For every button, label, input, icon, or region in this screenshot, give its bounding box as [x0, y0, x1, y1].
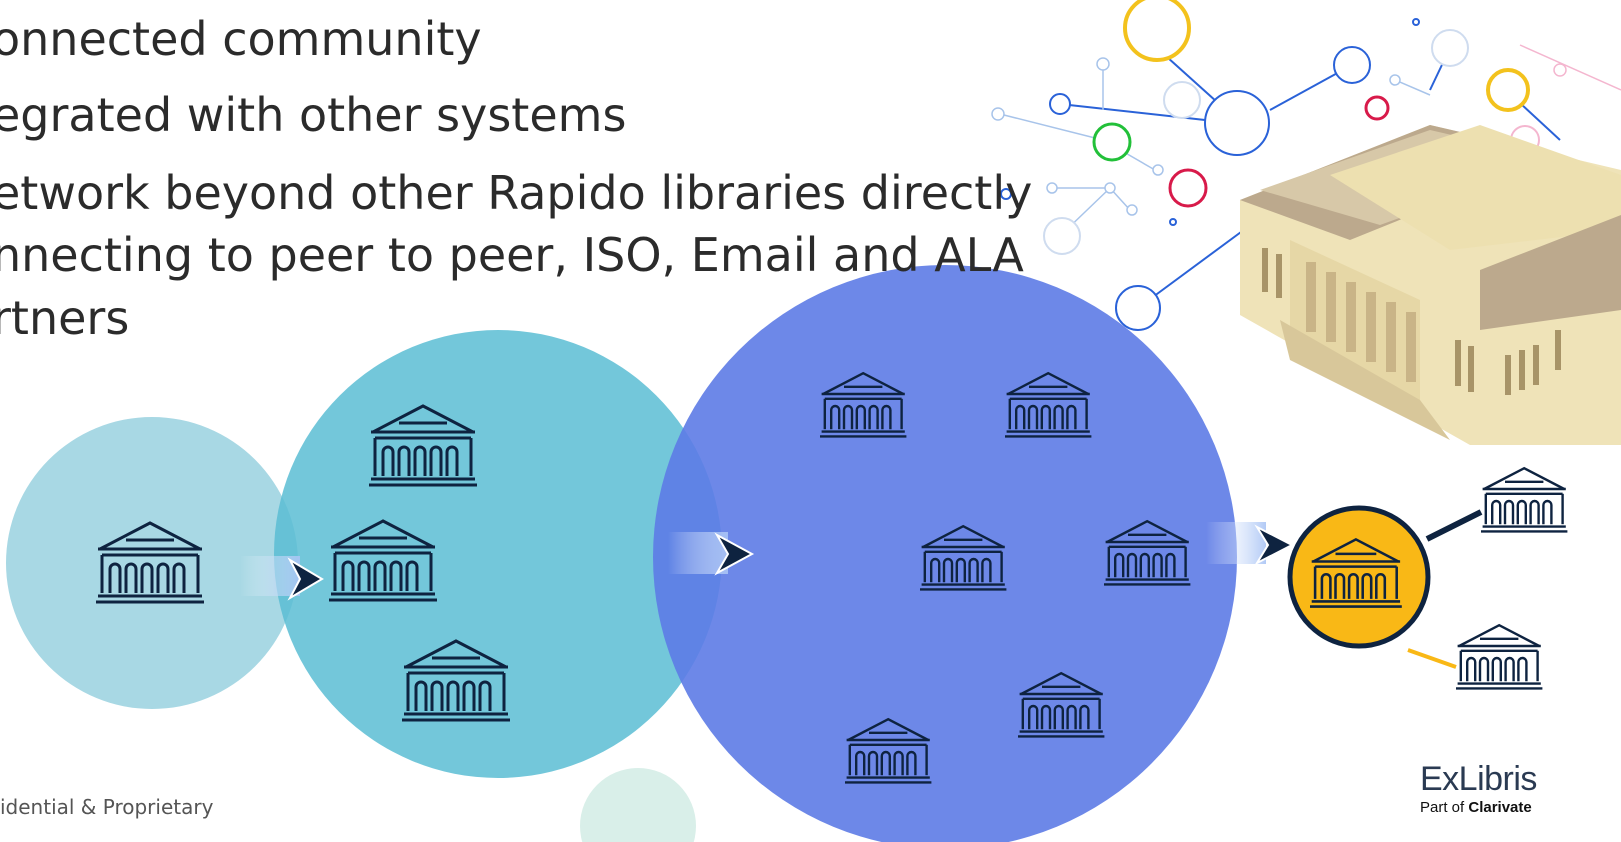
network-node-icon	[991, 0, 1621, 331]
logo-name: ExLibris	[1420, 760, 1537, 798]
library-building-illustration	[1240, 125, 1621, 445]
circle-medium	[274, 330, 722, 778]
logo-sub-brand: Clarivate	[1468, 799, 1532, 816]
footer-confidential: idential & Proprietary	[0, 795, 214, 819]
bullet-line-3b: nnecting to peer to peer, ISO, Email and…	[0, 228, 1024, 282]
bullet-line-3a: etwork beyond other Rapido libraries dir…	[0, 166, 1033, 220]
logo-sub-prefix: Part of	[1420, 799, 1469, 816]
chevron-right-icon	[240, 522, 1295, 601]
circle-decor	[580, 768, 696, 842]
bullet-line-1: onnected community	[0, 12, 482, 66]
bullet-line-2: egrated with other systems	[0, 88, 627, 142]
exlibris-logo: ExLibris Part of Clarivate	[1420, 760, 1537, 816]
bullet-line-3c: rtners	[0, 291, 130, 345]
logo-sub: Part of Clarivate	[1420, 799, 1537, 816]
hub-circle	[1287, 505, 1431, 649]
circle-small	[6, 417, 298, 709]
